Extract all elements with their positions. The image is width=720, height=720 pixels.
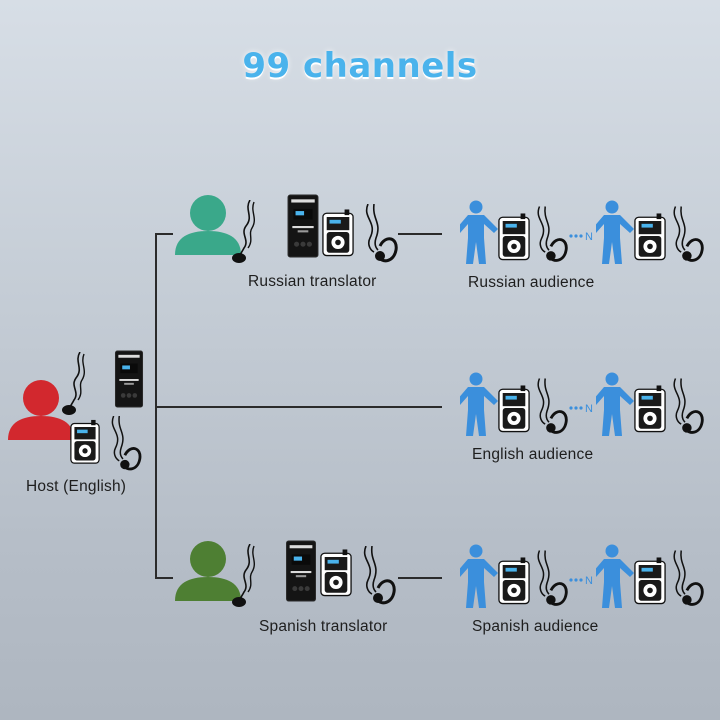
connector-letter: N bbox=[585, 575, 593, 587]
branch-line-top bbox=[155, 233, 173, 235]
branch-line-bottom bbox=[155, 577, 173, 579]
audience-receiver-icon bbox=[498, 556, 530, 605]
connector-dot bbox=[574, 578, 578, 582]
connector-dot bbox=[574, 234, 578, 238]
spanish-audience-group: N bbox=[460, 544, 704, 608]
audience-person-icon bbox=[460, 544, 498, 608]
spanish-translator-earphone-icon bbox=[363, 546, 396, 605]
host-group bbox=[8, 350, 144, 471]
spanish-translator-transmitter-icon bbox=[285, 540, 317, 602]
russian-translator-group bbox=[175, 194, 398, 264]
connector-dot bbox=[579, 406, 583, 410]
audience-person-icon bbox=[596, 372, 634, 436]
host-microphone-icon bbox=[61, 352, 86, 416]
link-line-spanish bbox=[398, 577, 442, 579]
branch-line-middle bbox=[155, 406, 442, 408]
connector-dot bbox=[569, 578, 573, 582]
audience-receiver-icon bbox=[634, 212, 666, 261]
audience-receiver-icon bbox=[634, 556, 666, 605]
connector-dot bbox=[569, 406, 573, 410]
spanish-translator-avatar-icon bbox=[175, 541, 241, 601]
connector-letter: N bbox=[585, 403, 593, 415]
spanish-translator-group bbox=[175, 540, 396, 608]
audience-receiver-icon bbox=[498, 384, 530, 433]
host-label: Host (English) bbox=[26, 478, 127, 495]
english-audience-group: N bbox=[460, 372, 704, 436]
audience-person-icon bbox=[460, 372, 498, 436]
audience-person-icon bbox=[460, 200, 498, 264]
russian-translator-receiver-icon bbox=[322, 208, 354, 257]
connector-dot bbox=[574, 406, 578, 410]
audience-earphone-icon bbox=[672, 550, 704, 607]
spanish-translator-label: Spanish translator bbox=[259, 618, 388, 635]
spanish-translator-receiver-icon bbox=[320, 548, 352, 597]
connector-letter: N bbox=[585, 231, 593, 243]
audience-earphone-icon bbox=[672, 378, 704, 435]
spanish-audience-label: Spanish audience bbox=[472, 618, 599, 635]
audience-receiver-icon bbox=[498, 212, 530, 261]
host-transmitter-icon bbox=[114, 350, 144, 408]
host-earphone-icon bbox=[110, 416, 142, 471]
russian-translator-transmitter-icon bbox=[287, 194, 319, 258]
russian-audience-group: N bbox=[460, 200, 704, 264]
russian-translator-earphone-icon bbox=[365, 204, 398, 263]
connector-dot bbox=[579, 234, 583, 238]
audience-earphone-icon bbox=[672, 206, 704, 263]
connector-dot bbox=[569, 234, 573, 238]
russian-audience-label: Russian audience bbox=[468, 274, 595, 291]
audience-person-icon bbox=[596, 200, 634, 264]
russian-translator-avatar-icon bbox=[175, 195, 241, 255]
title: 99 channels bbox=[242, 46, 478, 86]
russian-translator-label: Russian translator bbox=[248, 273, 377, 290]
connector-dot bbox=[579, 578, 583, 582]
audience-receiver-icon bbox=[634, 384, 666, 433]
english-audience-label: English audience bbox=[472, 446, 594, 463]
audience-earphone-icon bbox=[536, 206, 568, 263]
host-receiver-icon bbox=[70, 419, 100, 464]
audience-earphone-icon bbox=[536, 378, 568, 435]
link-line-russian bbox=[398, 233, 442, 235]
audience-earphone-icon bbox=[536, 550, 568, 607]
audience-person-icon bbox=[596, 544, 634, 608]
